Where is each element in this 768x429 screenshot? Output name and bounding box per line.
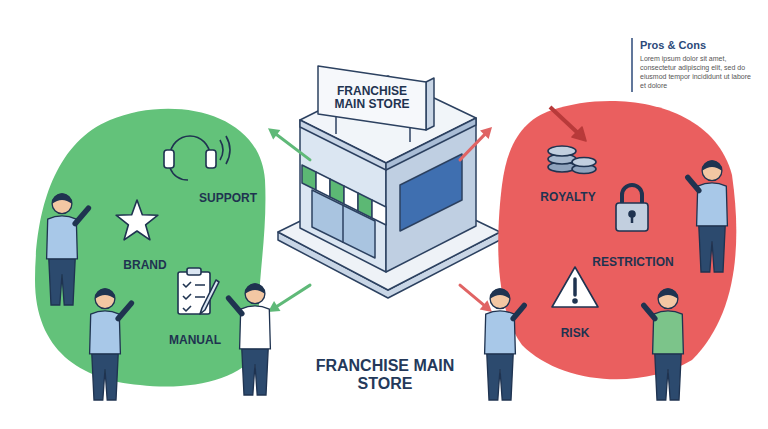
note-block: Pros & ConsLorem ipsum dolor sit amet, c… (640, 39, 758, 90)
flow-arrow (268, 285, 310, 312)
region-label: SUPPORT (178, 191, 278, 205)
flow-arrow (460, 285, 492, 312)
store-caption: FRANCHISE MAIN STORE (310, 357, 460, 393)
pros-region: SUPPORTBRANDMANUAL (30, 100, 268, 390)
region-label: BRAND (95, 258, 195, 272)
store-node: FRANCHISE MAIN STORE FRANCHISE MAIN STORE (310, 55, 460, 400)
cons-blob (492, 95, 738, 385)
flow-arrow (460, 127, 492, 160)
arrow-line (460, 285, 485, 306)
arrow-line (460, 133, 486, 160)
note-text: Lorem ipsum dolor sit amet, consectetur … (640, 54, 758, 90)
region-label: RISK (525, 326, 625, 340)
note-heading: Pros & Cons (640, 39, 758, 52)
pros-blob (30, 100, 268, 390)
arrow-line (275, 134, 310, 160)
region-label: ROYALTY (518, 190, 618, 204)
flow-arrow (268, 128, 310, 160)
region-label: RESTRICTION (578, 255, 688, 269)
region-label: MANUAL (145, 333, 245, 347)
sign-text: FRANCHISE MAIN STORE (324, 85, 420, 111)
arrow-line (276, 285, 310, 307)
cons-region: ROYALTY RESTRICTION RISK (492, 95, 738, 385)
